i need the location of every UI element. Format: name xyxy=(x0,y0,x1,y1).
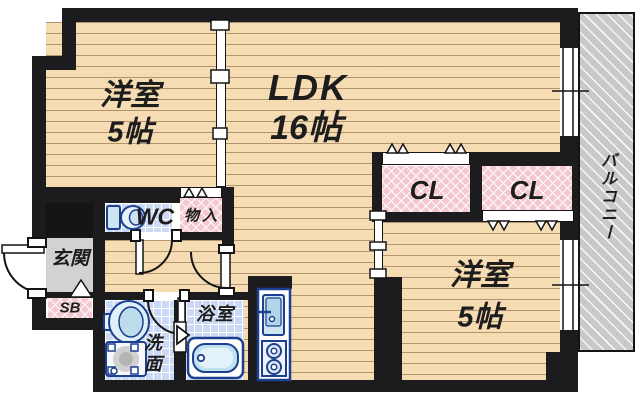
closet-left-door-markers xyxy=(385,142,468,154)
ldk-size: 16帖 xyxy=(270,109,342,147)
wall-washroom-bath-bottom xyxy=(174,352,186,380)
bedroom-top-left-size: 5帖 xyxy=(107,116,153,149)
storage-door-markers xyxy=(182,186,209,198)
stove-icon xyxy=(261,340,287,377)
wc-door xyxy=(130,229,182,275)
shoe-box-label: SB xyxy=(59,299,81,317)
wall-bedroom-tl-bottom xyxy=(32,187,180,203)
wall-right-2 xyxy=(560,136,578,166)
wall-bottom xyxy=(93,380,578,392)
wall-closet-divider xyxy=(470,152,482,222)
bedroom-bottom-right-label: 洋室 xyxy=(450,259,510,292)
bedroom-bottom-right-size: 5帖 xyxy=(457,301,503,334)
wc-label: WC xyxy=(135,203,175,230)
wall-wc-bottom-right xyxy=(177,232,234,240)
hallway-ldk-door xyxy=(190,244,235,297)
wall-right-1 xyxy=(560,8,578,48)
entrance-step-marker xyxy=(68,278,94,298)
window-bedroom-glass xyxy=(552,240,589,330)
wall-right-thin xyxy=(572,166,578,222)
bedroom-bottom-right-floor-upper xyxy=(383,222,560,277)
closet-right-fill xyxy=(482,166,574,212)
bedroom-top-left-label: 洋室 xyxy=(100,79,160,112)
wall-topleft-connector xyxy=(62,22,76,62)
closet-right-folding-door xyxy=(482,210,574,222)
bathroom-door xyxy=(173,321,191,353)
washroom-label: 洗面 xyxy=(142,333,162,375)
entrance-door xyxy=(1,237,47,299)
washbasin-icon xyxy=(103,300,150,344)
bedroom-bottom-right-floor-lower xyxy=(402,352,546,380)
kitchen-counter xyxy=(256,287,292,382)
ldk-floor-upper xyxy=(226,22,560,152)
storage-label: 物入 xyxy=(183,207,221,225)
wall-right-3 xyxy=(560,222,578,240)
entrance-label: 玄関 xyxy=(50,248,90,270)
sliding-door-br-tabs xyxy=(369,210,387,279)
balcony-area xyxy=(578,12,635,352)
bathtub-icon xyxy=(186,336,245,380)
closet-right-label: CL xyxy=(509,175,545,205)
washing-machine-icon xyxy=(105,341,147,377)
kitchen-sink-icon xyxy=(258,294,285,336)
closet-right-door-markers xyxy=(486,220,559,232)
closet-left-fill xyxy=(382,166,470,212)
closet-left-label: CL xyxy=(409,175,445,205)
bathroom-label: 浴室 xyxy=(196,304,234,324)
hallway-floor xyxy=(93,240,226,292)
shoe-box-fill xyxy=(48,298,92,318)
wall-bedroom-br-left xyxy=(374,277,402,380)
wall-closet-left-bottom xyxy=(382,212,470,222)
wall-hall-washroom-left xyxy=(93,292,148,300)
balcony-label: バルコニー xyxy=(598,152,615,242)
wall-washroom-left xyxy=(93,318,105,392)
pipe-space xyxy=(40,196,93,238)
window-ldk-glass xyxy=(552,48,589,136)
wall-wc-bottom-left xyxy=(93,232,135,240)
wall-closet-right-top xyxy=(482,152,574,166)
wall-bottomright-step xyxy=(546,352,578,380)
toilet-icon xyxy=(106,205,146,230)
storage-fill xyxy=(180,198,222,232)
wall-wc-left xyxy=(93,196,105,240)
wall-bottom-left xyxy=(32,318,105,330)
wall-closet-left-side xyxy=(372,152,382,222)
wall-kitchen-nook xyxy=(248,276,292,289)
wall-entrance-sb-divider xyxy=(46,292,93,298)
wall-kitchen-side xyxy=(248,289,258,382)
wall-left-lower xyxy=(32,292,46,326)
sliding-door-tl-tabs xyxy=(210,19,230,140)
washroom-door-gap xyxy=(148,292,184,300)
closet-left-folding-door xyxy=(382,152,470,165)
wall-hall-washroom-right xyxy=(184,292,248,300)
ldk-label: LDK xyxy=(268,67,348,108)
wall-top xyxy=(62,8,576,22)
bedroom-bottom-right-floor-mid xyxy=(402,277,560,352)
wc-door-gap xyxy=(135,232,177,240)
